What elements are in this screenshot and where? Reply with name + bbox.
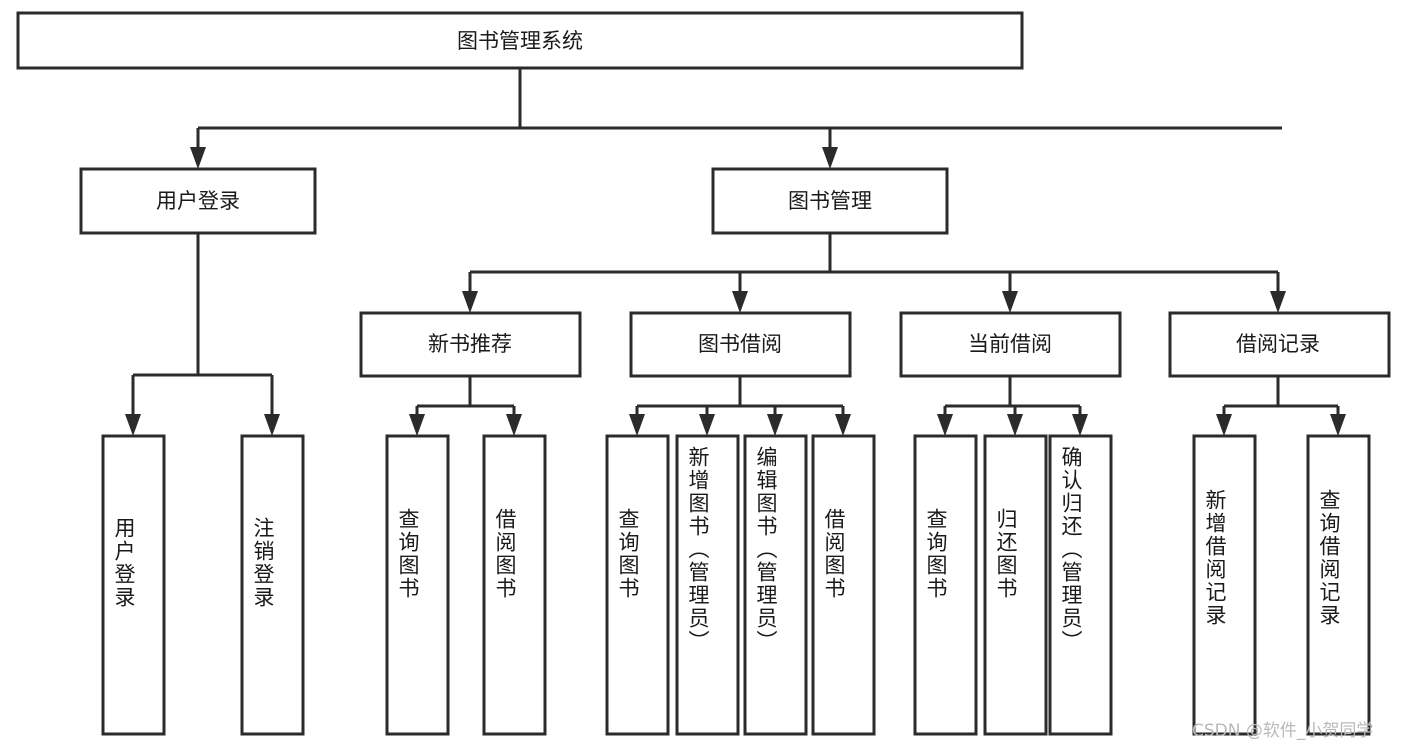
node-user-login[interactable]: 用户登录 — [79, 167, 317, 235]
connector-bookmgmt-to-level3 — [462, 233, 1286, 313]
connector-newbook-to-leaves — [409, 376, 522, 436]
node-book-management[interactable]: 图书管理 — [711, 167, 949, 235]
node-borrow-record[interactable]: 借阅记录 — [1168, 311, 1391, 378]
leaf-box-borrow-book-2[interactable] — [811, 434, 876, 736]
connector-root-to-level2 — [190, 68, 1282, 169]
node-current-borrow-label: 当前借阅 — [968, 332, 1052, 356]
node-book-borrow[interactable]: 图书借阅 — [629, 311, 852, 378]
node-current-borrow[interactable]: 当前借阅 — [899, 311, 1122, 378]
connector-currentborrow-to-leaves — [937, 376, 1088, 436]
leaf-box-user-login[interactable] — [101, 434, 166, 736]
leaf-box-add-record[interactable] — [1192, 434, 1257, 736]
leaf-box-return-book[interactable] — [983, 434, 1048, 736]
connector-bookborrow-to-leaves — [629, 376, 851, 436]
leaf-box-query-book-3[interactable] — [913, 434, 978, 736]
leaf-box-add-book[interactable] — [675, 434, 740, 736]
leaf-box-confirm-return[interactable] — [1048, 434, 1113, 736]
node-new-book-recommend[interactable]: 新书推荐 — [359, 311, 582, 378]
leaf-box-edit-book[interactable] — [743, 434, 808, 736]
node-root[interactable]: 图书管理系统 — [16, 11, 1024, 70]
node-user-login-label: 用户登录 — [156, 189, 240, 213]
node-borrow-record-label: 借阅记录 — [1236, 332, 1320, 356]
csdn-watermark: CSDN @软件_小贺同学 — [1192, 721, 1374, 741]
node-book-borrow-label: 图书借阅 — [698, 332, 782, 356]
leaf-box-query-book-2[interactable] — [605, 434, 670, 736]
connector-borrowrecord-to-leaves — [1216, 376, 1346, 436]
leaf-box-query-book-1[interactable] — [385, 434, 450, 736]
leaf-box-query-record[interactable] — [1306, 434, 1371, 736]
leaf-box-borrow-book-1[interactable] — [482, 434, 547, 736]
node-new-book-recommend-label: 新书推荐 — [428, 332, 512, 356]
node-book-management-label: 图书管理 — [788, 189, 872, 213]
node-root-label: 图书管理系统 — [457, 29, 583, 53]
leaf-box-logout-login[interactable] — [240, 434, 305, 736]
connector-userlogin-to-leaves — [125, 233, 280, 436]
